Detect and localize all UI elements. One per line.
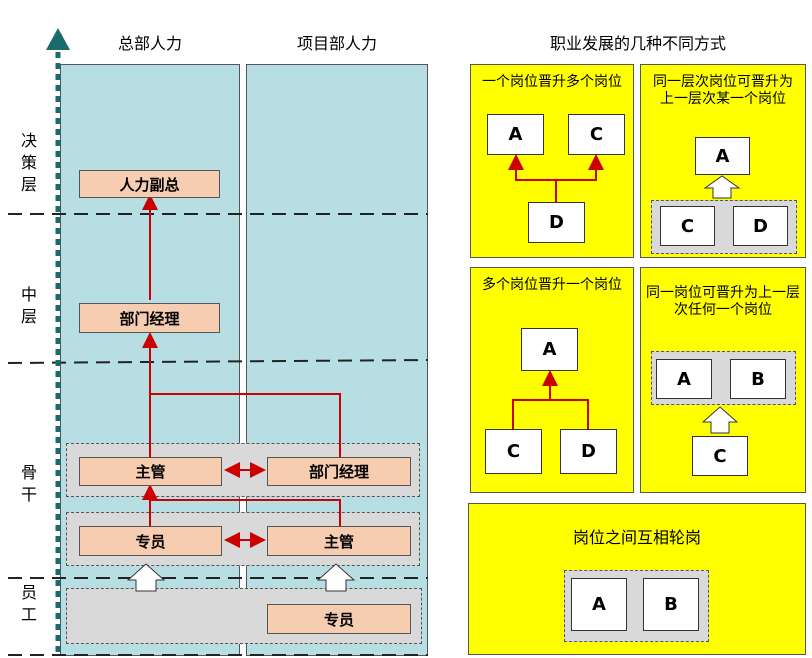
tier-label-middle: 中层 bbox=[20, 285, 37, 326]
panel3-box-a: A bbox=[521, 328, 578, 371]
project-supervisor-box: 主管 bbox=[267, 526, 411, 556]
panel3-box-d: D bbox=[560, 429, 617, 474]
panel4-box-c: C bbox=[692, 436, 748, 476]
hq-vp-box: 人力副总 bbox=[79, 170, 220, 198]
panel1-box-c: C bbox=[568, 114, 625, 155]
tier-label-decision: 决策层 bbox=[20, 131, 37, 194]
panel2-box-a: A bbox=[695, 137, 750, 175]
hq-specialist-box: 专员 bbox=[79, 526, 222, 556]
panel1-box-d: D bbox=[528, 202, 585, 243]
panel2-box-d: D bbox=[733, 206, 788, 246]
panel-one-to-many-title: 一个岗位晋升多个岗位 bbox=[482, 74, 622, 90]
panel-many-to-one-title: 多个岗位晋升一个岗位 bbox=[482, 277, 622, 293]
column-header-project: 项目部人力 bbox=[296, 34, 377, 53]
project-dept-manager-box: 部门经理 bbox=[267, 457, 411, 486]
project-specialist-box: 专员 bbox=[267, 604, 411, 634]
right-title: 职业发展的几种不同方式 bbox=[549, 34, 726, 53]
hq-dept-manager-box: 部门经理 bbox=[79, 303, 220, 333]
panel-one-to-any-title: 同一岗位可晋升为上一层次任何一个岗位 bbox=[646, 285, 800, 318]
panel-rotation-title: 岗位之间互相轮岗 bbox=[572, 528, 701, 547]
panel4-box-b: B bbox=[730, 359, 786, 399]
panel-same-level-to-one-title: 同一层次岗位可晋升为上一层次某一个岗位 bbox=[653, 74, 793, 107]
panel2-box-c: C bbox=[660, 206, 715, 246]
hq-supervisor-box: 主管 bbox=[79, 457, 222, 486]
panel5-box-a: A bbox=[571, 578, 627, 631]
column-header-hq: 总部人力 bbox=[117, 34, 182, 53]
panel3-box-c: C bbox=[485, 429, 542, 474]
panel5-box-b: B bbox=[643, 578, 699, 631]
panel1-box-a: A bbox=[487, 114, 544, 155]
panel4-box-a: A bbox=[656, 359, 712, 399]
tier-label-backbone: 骨干 bbox=[20, 463, 37, 504]
tier-label-staff: 员工 bbox=[20, 583, 37, 624]
